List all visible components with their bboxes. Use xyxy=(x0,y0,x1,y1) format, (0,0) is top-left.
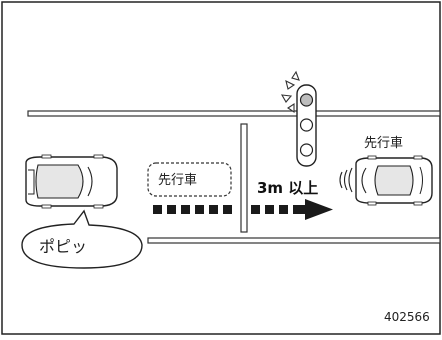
ahead-car-label: 先行車 xyxy=(364,136,404,151)
figure-number: 402566 xyxy=(384,310,430,324)
distance-label: 3m 以上 xyxy=(257,179,319,197)
light-rays xyxy=(280,70,300,114)
sound-label: ポピッ xyxy=(39,237,88,256)
traffic-light-lamp-lit xyxy=(299,93,314,107)
ahead-car-previous-position xyxy=(147,162,232,197)
stop-line xyxy=(240,123,248,233)
road xyxy=(27,110,441,244)
movement-arrow xyxy=(153,199,333,220)
road-edge-bottom xyxy=(147,237,441,244)
traffic-light-lamp xyxy=(299,118,314,132)
traffic-light xyxy=(280,70,317,167)
speech-bubble-shape xyxy=(21,209,143,269)
ahead-car-cabin xyxy=(374,165,414,196)
motion-lines xyxy=(339,167,353,193)
traffic-light-lamp xyxy=(299,143,314,157)
ahead-car-previous-label: 先行車 xyxy=(158,173,198,188)
own-car-cabin xyxy=(35,164,84,199)
road-edge-top xyxy=(27,110,441,117)
ahead-car xyxy=(339,155,433,206)
sound-speech-bubble xyxy=(21,209,143,269)
own-car xyxy=(25,154,118,209)
